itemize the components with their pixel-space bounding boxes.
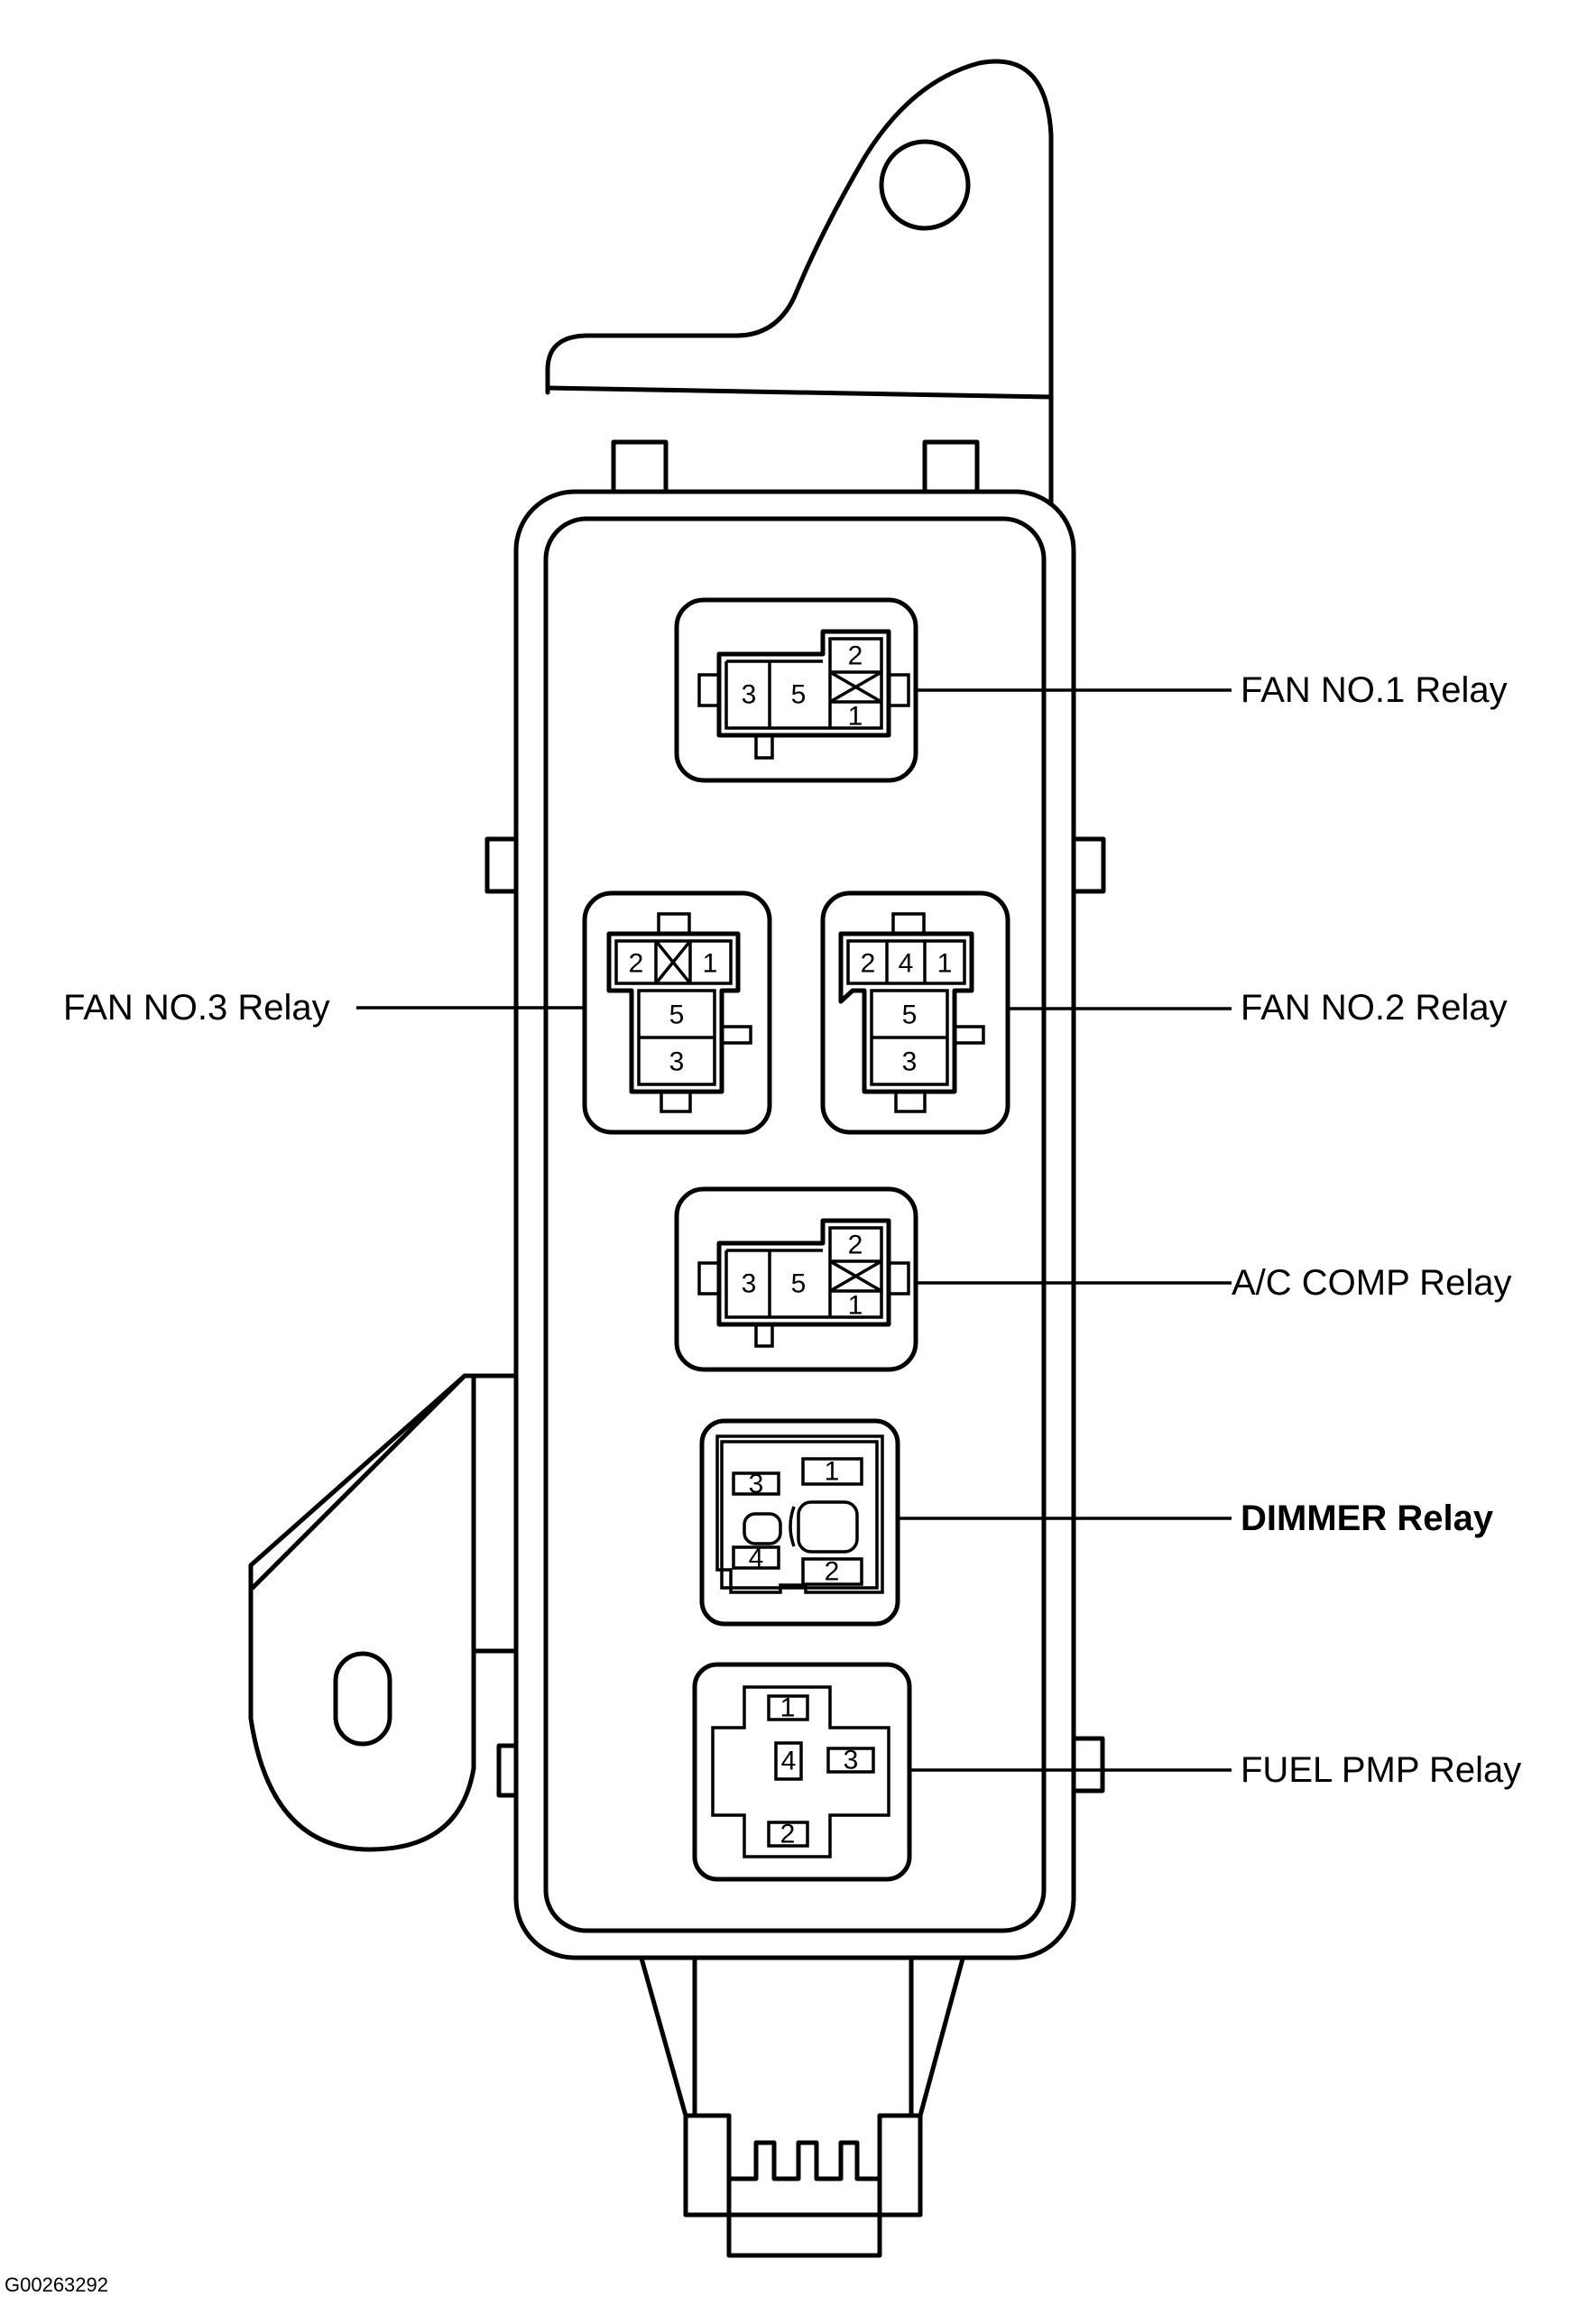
pin-5: 5 — [791, 680, 807, 710]
pin-1: 1 — [780, 1693, 796, 1723]
relay-block-inner-panel — [543, 516, 1047, 1933]
pin-3: 3 — [742, 1269, 757, 1299]
relay-fuel-pmp: 1 4 3 2 — [692, 1662, 912, 1882]
relay-block-housing — [513, 489, 1076, 1960]
pin-3: 3 — [669, 1047, 685, 1077]
top-mounting-bracket — [545, 59, 1054, 508]
pin-4: 4 — [749, 1544, 764, 1573]
pin-5: 5 — [669, 1001, 685, 1030]
label-fuel-pmp-relay: FUEL PMP Relay — [1241, 1750, 1521, 1790]
label-dimmer-relay: DIMMER Relay — [1241, 1499, 1494, 1538]
relay-fan-no3: 2 1 5 3 — [582, 890, 772, 1135]
pin-2: 2 — [848, 641, 863, 671]
pin-2: 2 — [825, 1557, 840, 1587]
pin-3: 3 — [749, 1470, 764, 1499]
pin-1: 1 — [937, 949, 953, 979]
label-fan-no2-relay: FAN NO.2 Relay — [1241, 988, 1508, 1028]
label-fan-no1-relay: FAN NO.1 Relay — [1241, 670, 1508, 710]
pin-1: 1 — [848, 702, 863, 732]
pin-4: 4 — [899, 949, 914, 979]
pin-2: 2 — [848, 1231, 863, 1260]
label-ac-comp-relay: A/C COMP Relay — [1232, 1263, 1511, 1303]
pin-2: 2 — [629, 949, 644, 979]
label-fan-no3-relay: FAN NO.3 Relay — [63, 988, 330, 1028]
pin-4: 4 — [781, 1747, 797, 1776]
ear-slot-icon — [333, 1651, 392, 1747]
pin-2: 2 — [861, 949, 876, 979]
pin-2: 2 — [780, 1820, 796, 1849]
relay-ac-comp: 3 5 2 1 — [674, 1186, 918, 1372]
relay-fan-no2: 2 4 1 5 3 — [820, 890, 1010, 1135]
pin-5: 5 — [791, 1269, 807, 1299]
pin-3: 3 — [844, 1746, 859, 1775]
pin-3: 3 — [742, 680, 757, 710]
figure-code: G00263292 — [5, 2273, 108, 2296]
pin-1: 1 — [848, 1291, 863, 1321]
side-tab-right-lower — [1069, 1736, 1105, 1794]
pin-5: 5 — [902, 1001, 918, 1030]
bottom-connector — [636, 1946, 968, 2258]
pin-1: 1 — [703, 949, 718, 979]
mounting-hole-icon — [879, 139, 971, 231]
pin-3: 3 — [902, 1047, 918, 1077]
left-mounting-ear — [248, 1373, 524, 1852]
pin-1: 1 — [825, 1457, 840, 1487]
relay-dimmer: 3 1 4 2 — [699, 1418, 900, 1627]
